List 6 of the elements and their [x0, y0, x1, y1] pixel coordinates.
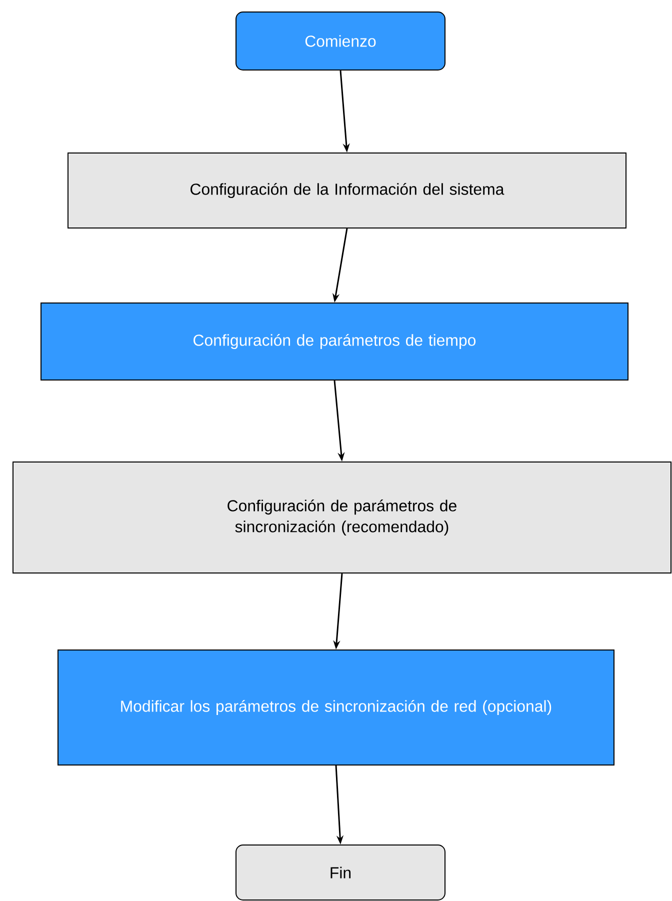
process-box: Configuración de parámetros de sincronización (recomendado): [12, 462, 672, 574]
process-box: Modificar los parámetros de sincronización de red (opcional): [58, 650, 614, 766]
process-box: Configuración de parámetros de tiempo: [40, 302, 628, 380]
end-box: Fin: [236, 844, 446, 900]
process-box: Configuración de la Información del sistema: [68, 152, 626, 228]
start-box: Comienzo: [236, 12, 446, 70]
